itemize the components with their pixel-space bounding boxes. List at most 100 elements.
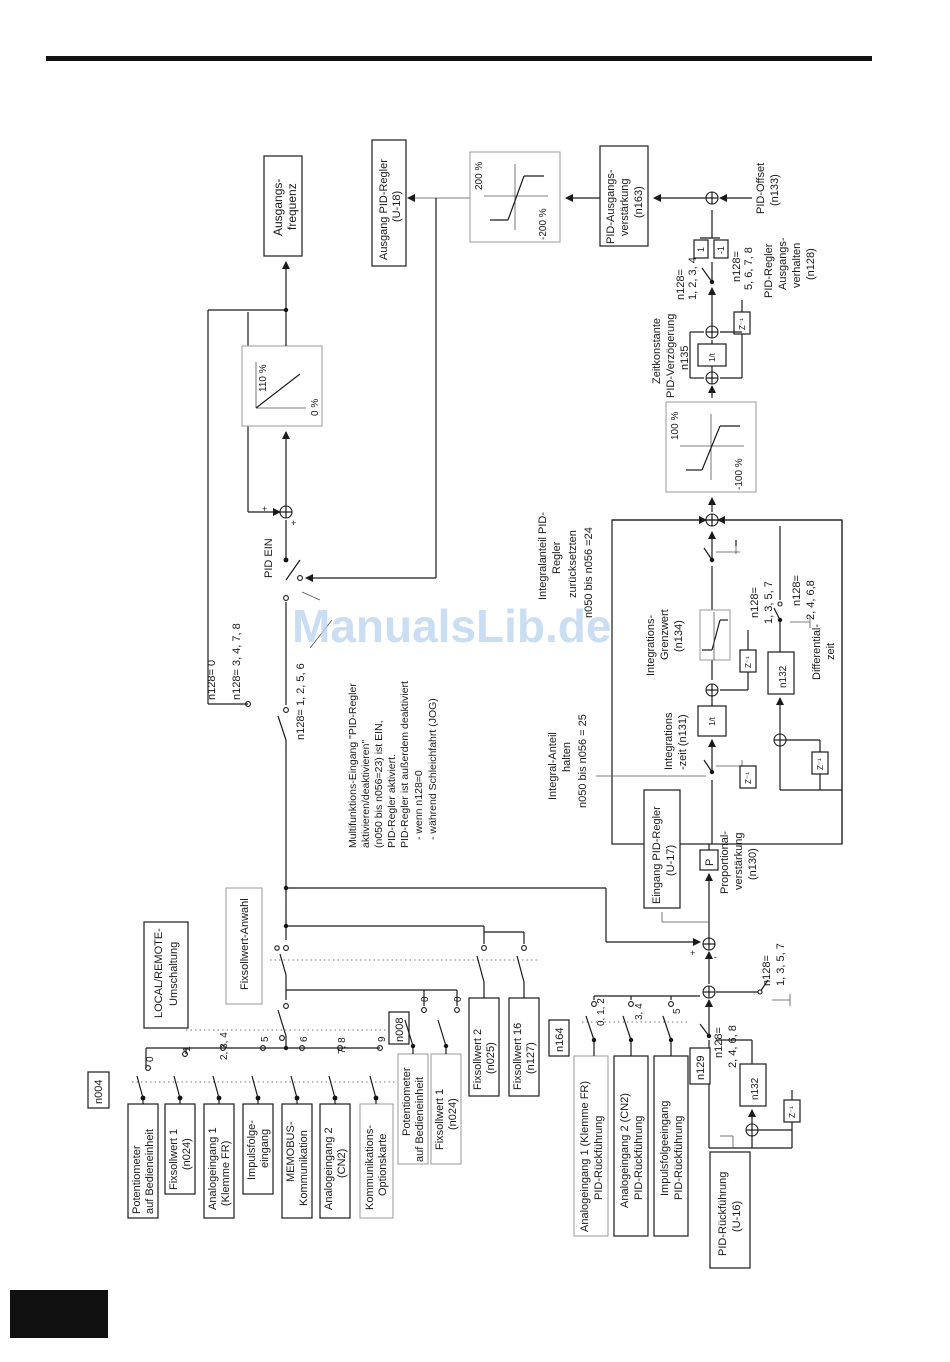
fixed-select-label: Fixsollwert-Anwahl (239, 898, 251, 990)
diff-n132-text: n132 (778, 665, 789, 688)
fb-n132-box (739, 1063, 767, 1107)
output-gain-box (599, 145, 649, 247)
out-freq-line1: Ausgangs- (271, 179, 285, 236)
hold-line3: n050 bis n056 = 25 (577, 714, 589, 808)
fixed-2-line1: Fixsollwert 2 (472, 1029, 484, 1090)
fb-source-0-line1: Analogeingang 1 (Klemme FR) (579, 1081, 591, 1232)
source-box-3 (242, 1103, 274, 1195)
reset-line2: Regler (551, 541, 563, 574)
out-gain-line2: verstärkung (619, 179, 631, 236)
source-4-line2: Kommunikation (298, 1130, 310, 1206)
n128-d1-line1: n128= (749, 587, 761, 618)
n128-fb-even-line2: 2, 4, 6, 8 (727, 1025, 739, 1068)
reset-line4: n050 bis n056 =24 (583, 527, 595, 618)
source-0-line1: Potentiometer (131, 1145, 143, 1214)
pid-enable-switch (283, 520, 333, 649)
fb-source-2-line2: PID-Rückführung (673, 1116, 685, 1200)
svg-text:Multifunktions-Eingang "PID-Re: Multifunktions-Eingang "PID-Regler (347, 683, 359, 848)
delay-zinv-text: Z⁻¹ (738, 318, 747, 330)
n008-source-1-line2: (n024) (447, 1098, 459, 1130)
integral-limit-box (699, 609, 731, 661)
prop-line1: Proportional- (719, 831, 731, 894)
top-rule (46, 56, 872, 61)
int-time-line1: Integrations (663, 712, 675, 770)
diff-time-line1: Differential- (811, 624, 823, 680)
fb-source-0-code: 0, 1, 2 (596, 998, 607, 1026)
n128-ref-switch (207, 309, 289, 750)
n004-label: n004 (93, 1080, 105, 1104)
source-3-line2: eingang (259, 1129, 271, 1168)
fb-source-2-code: 5 (672, 1008, 683, 1014)
fixed-box-16 (508, 997, 540, 1097)
delay-integrator-text: 1/t (708, 352, 717, 362)
output-one-box (693, 239, 709, 259)
out-gain-line1: PID-Ausgangs- (605, 169, 617, 244)
n128-fb-even-line1: n128= (713, 1027, 725, 1058)
hold-line1: Integral-Anteil (547, 732, 559, 800)
plus-sign-2: + (291, 518, 296, 528)
fb-source-box-0 (573, 1055, 609, 1237)
pid-output-line1: Ausgang PID-Regler (378, 159, 390, 260)
fixed-2-line2: (n025) (485, 1042, 497, 1074)
source-3-code: 5 (260, 1036, 271, 1042)
int-limit-line3: (n134) (673, 620, 685, 652)
n128-d1-line2: 1, 3, 5, 7 (763, 581, 775, 624)
watermark: ManualsLib.de (292, 600, 611, 652)
fb-source-0-line2: PID-Rückführung (593, 1116, 605, 1200)
source-0-code: 0 (145, 1056, 156, 1062)
pid-ein-label: PID EIN (263, 538, 275, 578)
local-remote-box (143, 921, 189, 1029)
pid-fb-line1: PID-Rückführung (717, 1172, 729, 1256)
svg-text:aktivieren/deaktivieren": aktivieren/deaktivieren" (360, 740, 372, 848)
source-4-line1: MEMOBUS- (285, 1121, 297, 1182)
fixed-select-box (225, 887, 263, 1005)
local-remote-line2: Umschaltung (168, 942, 180, 1006)
source-box-1 (164, 1103, 196, 1195)
svg-text:- während Schleichfahrt (JOG): - während Schleichfahrt (JOG) (427, 698, 439, 840)
prop-line2: verstärkung (733, 833, 745, 890)
svg-text:- wenn n128=0: - wenn n128=0 (413, 770, 425, 840)
n164-label: n164 (554, 1028, 566, 1052)
source-1-code: 1 (182, 1046, 193, 1052)
n128-3478-label: n128= 3, 4, 7, 8 (231, 623, 243, 700)
svg-text:PID-Regler ist außerdem deakti: PID-Regler ist außerdem deaktiviert (399, 681, 411, 848)
n128-0-label: n128= 0 (206, 660, 218, 700)
prop-line3: (n130) (747, 848, 759, 880)
reset-line3: zurücksetzten (567, 530, 579, 598)
hold-line2: halten (561, 742, 573, 772)
int-limit-line2: Grenzwert (659, 609, 671, 660)
svg-text:PID-Regler aktiviert.: PID-Regler aktiviert. (386, 754, 398, 848)
out-freq-line2: frequenz (285, 183, 299, 230)
multifunction-note: Multifunktions-Eingang "PID-Regler aktiv… (347, 681, 439, 848)
source-0-line2: auf Bedieneinheit (144, 1129, 156, 1214)
output-minus-one-box (713, 239, 729, 259)
delay-line1: Zeitkonstante (651, 318, 663, 384)
source-3-line1: Impulsfolge- (246, 1120, 258, 1180)
output-frequency-box (263, 155, 303, 257)
svg-text:(n050 bis n056=23) ist EIN,: (n050 bis n056=23) ist EIN, (373, 720, 385, 848)
source-switches (136, 1045, 383, 1104)
limit-100-lo: -100 % (734, 458, 745, 490)
pid-input-line2: (U-17) (665, 845, 677, 876)
n128-fb-odd-line1: n128= (761, 955, 773, 986)
output-one-text: 1 (696, 247, 706, 252)
local-remote-line1: LOCAL/REMOTE- (153, 928, 165, 1018)
fb-source-1-line2: PID-Rückführung (633, 1116, 645, 1200)
source-2-line1: Analogeingang 1 (207, 1127, 219, 1210)
fixed-select-switches (274, 945, 527, 998)
limit-200-lo: -200 % (538, 208, 549, 240)
n008-source-1-code: 0 (453, 996, 464, 1002)
int-zinv-text: Z⁻¹ (744, 656, 753, 668)
n164-box (548, 1019, 570, 1057)
int-zinv2-box (739, 765, 757, 789)
out-gain-line3: (n163) (633, 186, 645, 218)
limit-100-hi: 100 % (670, 412, 681, 440)
n008-source-0-line2: auf Bedieneinheit (414, 1077, 426, 1162)
offset-line2: (n133) (769, 174, 781, 206)
source-box-5 (319, 1103, 351, 1219)
n008-source-box-1 (430, 1053, 462, 1165)
n008-source-1-line1: Fixsollwert 1 (434, 1089, 446, 1150)
source-box-2 (203, 1103, 235, 1219)
source-5-code: 7, 8 (337, 1037, 348, 1054)
int-time-line2: -zeit (n131) (677, 714, 689, 770)
